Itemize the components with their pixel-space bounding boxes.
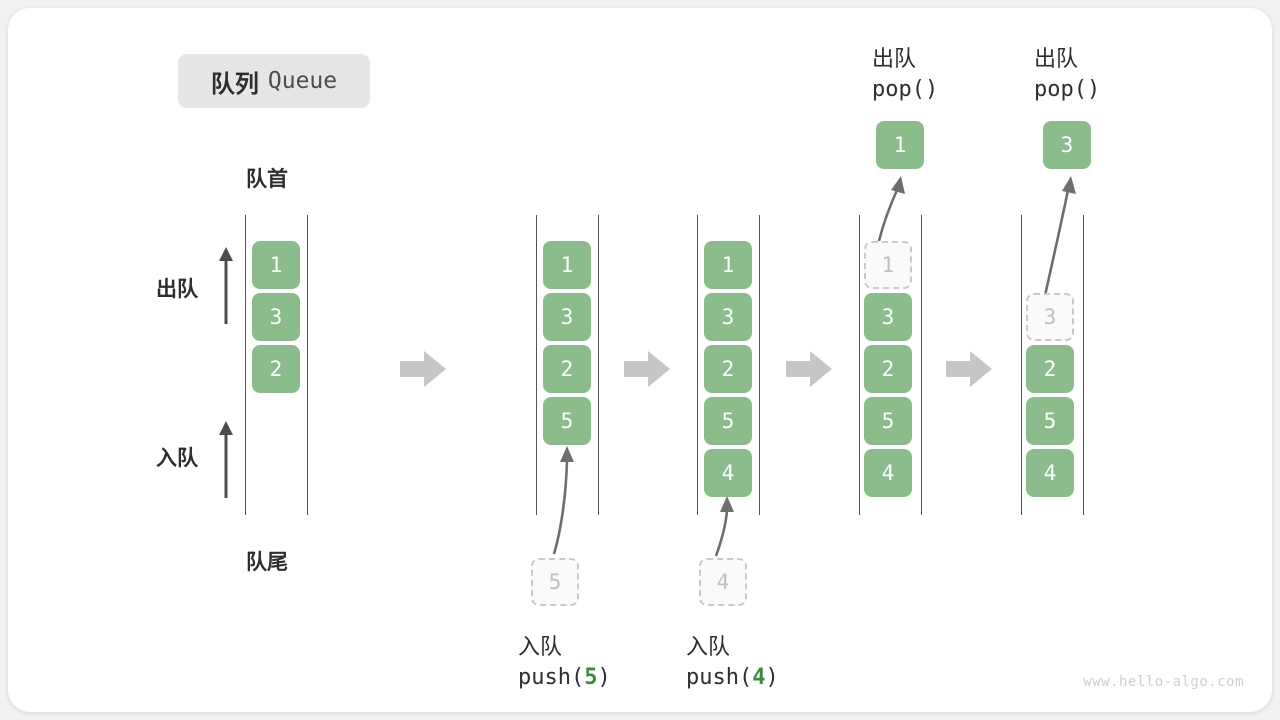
- queue-element: 2: [543, 345, 591, 393]
- queue-element: 4: [864, 449, 912, 497]
- push-caption-chinese: 入队: [518, 635, 563, 660]
- queue-rail-right-5: [1083, 215, 1084, 515]
- push-motion-arrow-icon: [714, 496, 734, 557]
- flow-arrow-icon: [946, 351, 992, 387]
- push-caption-code: push(4): [686, 665, 779, 690]
- queue-rail-right-4: [921, 215, 922, 515]
- title-chinese: 队列: [210, 69, 259, 98]
- queue-rail-left-2: [536, 215, 537, 515]
- queue-rail-left-5: [1021, 215, 1022, 515]
- queue-tail-label: 队尾: [246, 550, 288, 574]
- incoming-element: 5: [531, 558, 579, 606]
- queue-element: 3: [704, 293, 752, 341]
- enqueue-direction-label: 入队: [156, 446, 198, 470]
- flow-arrow-icon: [624, 351, 670, 387]
- push-code-suffix: ): [765, 665, 779, 690]
- queue-rail-left-3: [697, 215, 698, 515]
- push-code-prefix: push(: [518, 665, 585, 690]
- queue-rail-left-1: [245, 215, 246, 515]
- title-english: Queue: [267, 68, 338, 94]
- queue-rail-right-3: [759, 215, 760, 515]
- popped-element: 3: [1043, 121, 1091, 169]
- flow-arrow-icon: [786, 351, 832, 387]
- pop-motion-arrow-icon: [1042, 176, 1076, 301]
- queue-element: 4: [704, 449, 752, 497]
- queue-element: 5: [704, 397, 752, 445]
- pop-caption-chinese: 出队: [872, 47, 917, 72]
- queue-element-removed: 1: [864, 241, 912, 289]
- queue-element: 5: [1026, 397, 1074, 445]
- queue-element: 2: [704, 345, 752, 393]
- watermark: www.hello-algo.com: [1083, 674, 1244, 690]
- dequeue-direction-arrow-icon: [219, 247, 233, 324]
- pop-caption-code: pop(): [1034, 77, 1101, 102]
- push-caption-chinese: 入队: [686, 635, 731, 660]
- queue-element: 1: [543, 241, 591, 289]
- push-code-prefix: push(: [686, 665, 753, 690]
- queue-element: 2: [1026, 345, 1074, 393]
- pop-caption-chinese: 出队: [1034, 47, 1079, 72]
- incoming-element: 4: [699, 558, 747, 606]
- queue-element: 3: [252, 293, 300, 341]
- push-code-value: 4: [752, 665, 766, 690]
- queue-element: 5: [864, 397, 912, 445]
- queue-element-removed: 3: [1026, 293, 1074, 341]
- queue-element: 5: [543, 397, 591, 445]
- queue-rail-left-4: [859, 215, 860, 515]
- queue-element: 3: [543, 293, 591, 341]
- queue-element: 1: [252, 241, 300, 289]
- push-motion-arrow-icon: [552, 446, 574, 555]
- queue-element: 1: [704, 241, 752, 289]
- push-code-suffix: ): [597, 665, 611, 690]
- popped-element: 1: [876, 121, 924, 169]
- flow-arrow-icon: [400, 351, 446, 387]
- queue-element: 2: [252, 345, 300, 393]
- queue-rail-right-1: [307, 215, 308, 515]
- dequeue-direction-label: 出队: [156, 277, 198, 301]
- queue-rail-right-2: [598, 215, 599, 515]
- diagram-card: 队列 Queue 队首 队尾 出队 入队 1 3 2 1 3 2 5: [8, 8, 1272, 712]
- queue-element: 3: [864, 293, 912, 341]
- queue-element: 2: [864, 345, 912, 393]
- push-caption-code: push(5): [518, 665, 611, 690]
- queue-head-label: 队首: [246, 167, 288, 191]
- enqueue-direction-arrow-icon: [219, 421, 233, 498]
- title-chip: 队列 Queue: [178, 54, 370, 108]
- queue-element: 4: [1026, 449, 1074, 497]
- pop-caption-code: pop(): [872, 77, 939, 102]
- push-code-value: 5: [584, 665, 598, 690]
